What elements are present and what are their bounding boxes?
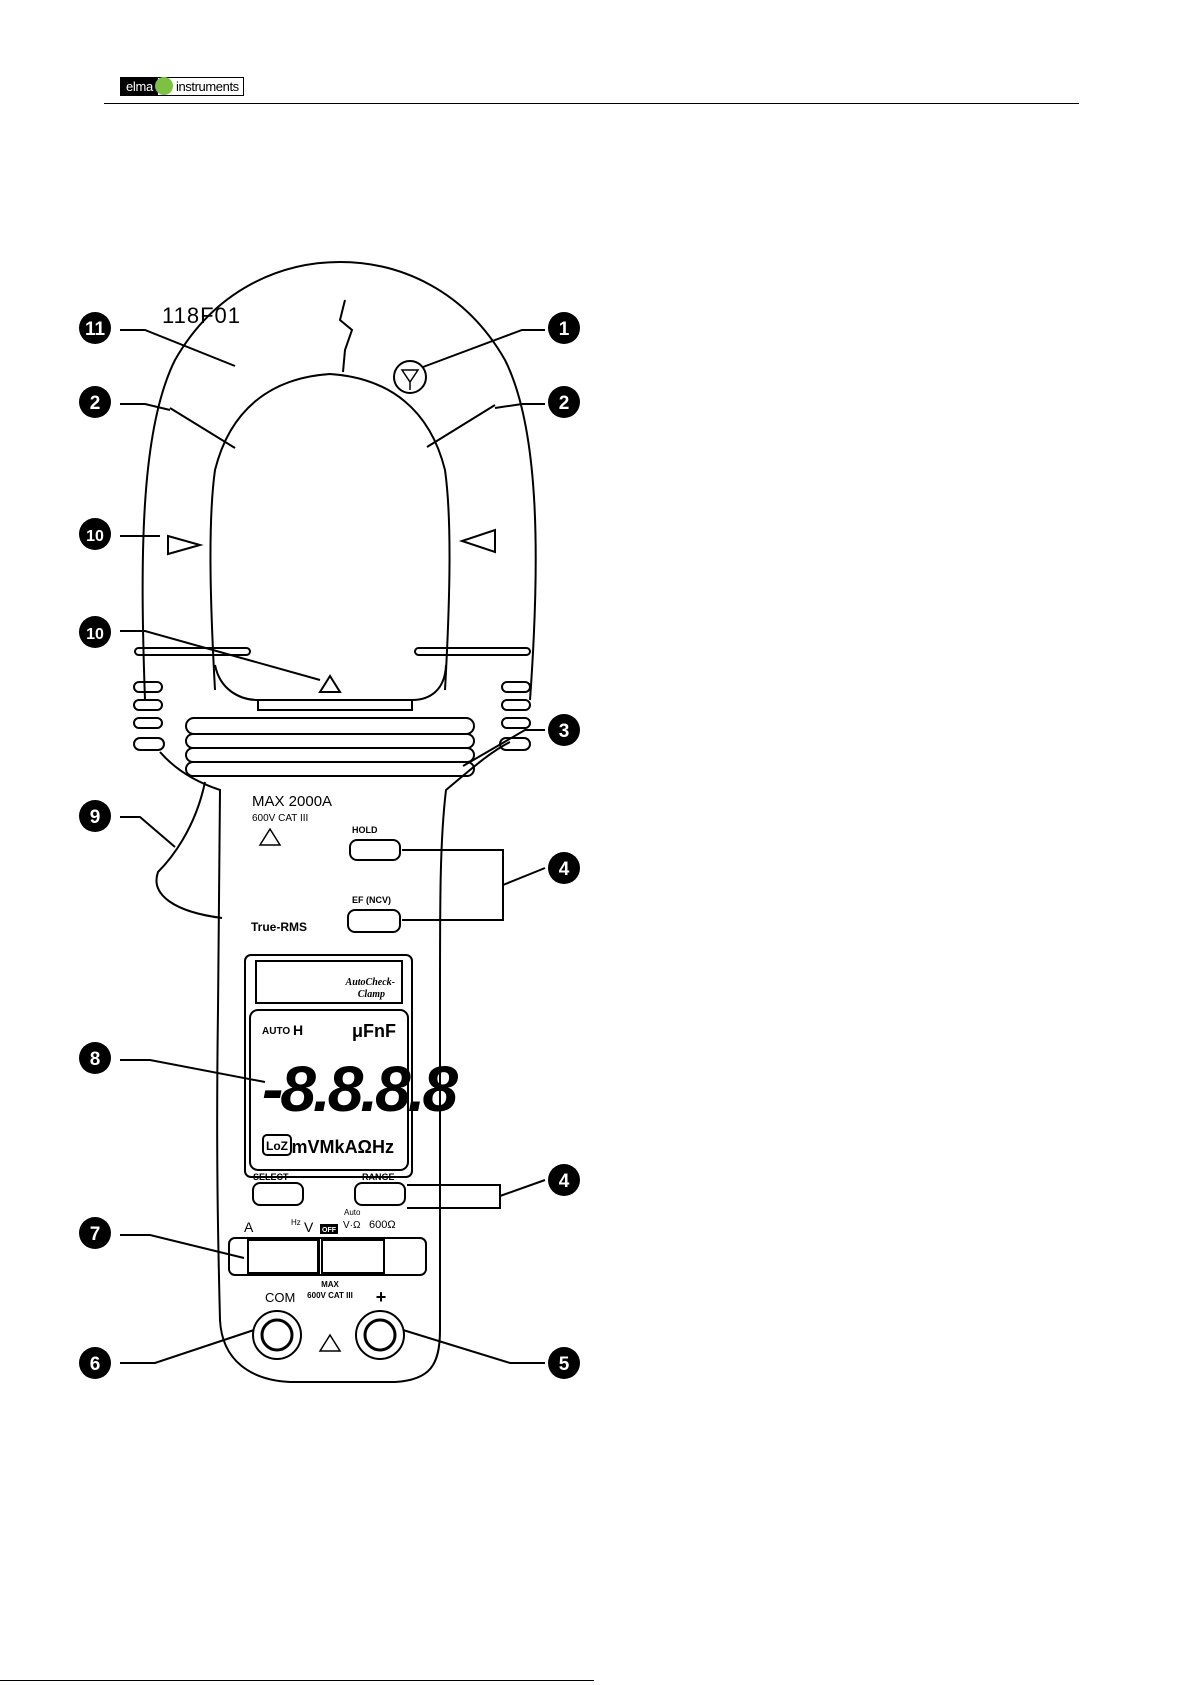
- jack-cat-label: 600V CAT III: [307, 1291, 353, 1300]
- leader-4b-bracket: [407, 1185, 500, 1208]
- jaw-seam-left: [170, 408, 235, 448]
- callout-3-label: 3: [559, 721, 570, 742]
- lcd-units-bottom: mVMkAΩHz: [292, 1137, 394, 1157]
- leader-7: [120, 1235, 244, 1258]
- leader-2-left: [120, 404, 170, 410]
- autocheck-label-2: Clamp: [358, 989, 385, 1000]
- dial-auto: Auto: [344, 1208, 361, 1217]
- ef-button-shape: [348, 910, 400, 932]
- leader-4-top: [503, 868, 545, 885]
- lcd-loz: LoZ: [266, 1139, 288, 1153]
- switch-knob-right: [322, 1240, 384, 1273]
- align-mark-bottom-icon: [320, 676, 340, 692]
- dial-vohm: V·Ω: [343, 1220, 361, 1231]
- select-button-shape: [253, 1183, 303, 1205]
- ef-label: EF (NCV): [352, 895, 391, 905]
- jaw-cup-base: [258, 700, 412, 710]
- figure-id: 118F01: [162, 303, 241, 328]
- callout-6-label: 6: [90, 1354, 101, 1375]
- function-switch: [229, 1238, 426, 1275]
- align-mark-right-icon: [462, 530, 495, 552]
- callout-7-label: 7: [90, 1224, 101, 1245]
- true-rms-label: True-RMS: [251, 920, 307, 934]
- jaw-cup: [215, 665, 446, 700]
- leader-9: [120, 817, 175, 847]
- plus-terminal: [356, 1311, 404, 1359]
- trigger-lever: [157, 782, 222, 918]
- select-label: SELECT: [253, 1172, 289, 1182]
- jaw-inner: [210, 374, 449, 690]
- callout-5-label: 5: [559, 1354, 570, 1375]
- callout-4-upper-label: 4: [559, 859, 570, 880]
- lcd-auto: AUTO: [262, 1026, 290, 1037]
- callout-1-label: 1: [559, 319, 570, 340]
- callout-2-left-label: 2: [90, 393, 101, 414]
- leader-5: [403, 1330, 545, 1363]
- hold-label: HOLD: [352, 825, 378, 835]
- callout-10-lower-label: 10: [86, 626, 104, 643]
- lcd-digits: -8.8.8.8: [262, 1053, 458, 1125]
- callout-2-right-label: 2: [559, 393, 570, 414]
- dial-off: OFF: [322, 1227, 337, 1234]
- callout-9-label: 9: [90, 807, 101, 828]
- footer-rule: [0, 1680, 594, 1681]
- max-current-label: MAX 2000A: [252, 793, 332, 810]
- callout-11-label: 11: [85, 319, 106, 340]
- range-button-shape: [355, 1183, 405, 1205]
- callout-8-label: 8: [90, 1049, 101, 1070]
- range-label: RANGE: [362, 1172, 395, 1182]
- callout-10-upper-label: 10: [86, 528, 104, 545]
- leader-11: [120, 330, 235, 366]
- callouts: [79, 312, 580, 1379]
- dial-v: V: [304, 1219, 314, 1235]
- warning-icon-upper: [260, 829, 280, 845]
- dial-hz: Hz: [291, 1218, 301, 1227]
- leader-3: [463, 730, 545, 766]
- trigger-ridge-4: [186, 762, 474, 776]
- callout-4-lower-label: 4: [559, 1171, 570, 1192]
- com-terminal: [253, 1311, 301, 1359]
- trigger-ridge-3: [186, 748, 474, 762]
- leader-1: [423, 330, 545, 367]
- dial-600: 600Ω: [369, 1219, 396, 1231]
- leader-2-right: [495, 404, 545, 408]
- autocheck-label-1: AutoCheck-: [345, 977, 395, 988]
- logo-leaf-icon: [155, 77, 173, 95]
- lcd-units-top: μFnF: [352, 1021, 396, 1041]
- jaw-split: [340, 300, 352, 372]
- align-mark-left-icon: [168, 536, 200, 554]
- lcd-hold: H: [293, 1022, 303, 1038]
- plus-label: +: [376, 1287, 387, 1307]
- cat-rating-label: 600V CAT III: [252, 813, 308, 824]
- trigger-ridge-1: [186, 718, 474, 734]
- hold-button-shape: [350, 840, 400, 860]
- jack-max-label: MAX: [321, 1280, 339, 1289]
- leader-4-bracket: [402, 850, 503, 920]
- leader-8: [120, 1060, 265, 1082]
- dial-a: A: [244, 1219, 254, 1235]
- trigger-ridge-2: [186, 734, 474, 748]
- leader-4-bottom: [500, 1180, 545, 1196]
- jaw-seam-right: [427, 405, 495, 447]
- com-label: COM: [265, 1290, 295, 1305]
- switch-knob-left: [248, 1240, 318, 1273]
- warning-icon-lower: [320, 1335, 340, 1351]
